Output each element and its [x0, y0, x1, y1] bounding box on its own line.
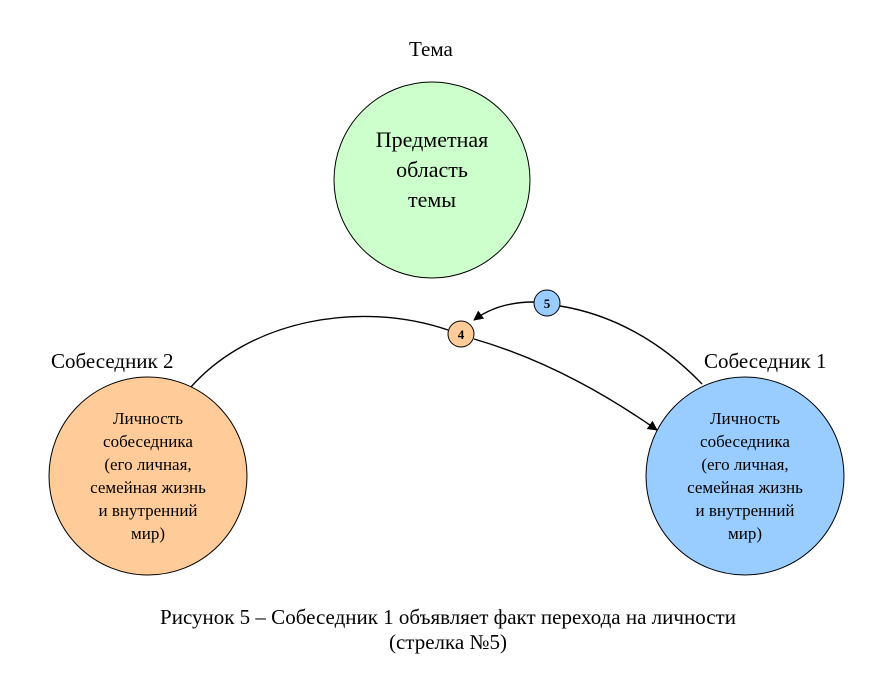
topic-text-line: Предметная	[375, 127, 489, 152]
arrow-5-segment-b	[473, 301, 535, 321]
speaker1-text-line: семейная жизнь	[687, 478, 803, 497]
arrow-4-segment-a	[190, 315, 449, 388]
speaker2-text-line: Личность	[113, 409, 183, 428]
speaker2-text-line: и внутренний	[98, 501, 198, 520]
topic-text: Предметная область темы	[334, 125, 530, 215]
topic-label: Тема	[409, 37, 453, 61]
speaker1-circle	[645, 376, 845, 576]
speaker1-label: Собеседник 1	[704, 349, 827, 373]
figure-caption: Рисунок 5 – Собеседник 1 объявляет факт …	[0, 605, 896, 655]
speaker2-text-line: семейная жизнь	[90, 478, 206, 497]
caption-line-1: Рисунок 5 – Собеседник 1 объявляет факт …	[160, 605, 736, 629]
topic-text-line: темы	[407, 187, 457, 212]
speaker1-text-line: и внутренний	[695, 501, 795, 520]
speaker2-circle	[48, 376, 248, 576]
arrow-4-segment-b	[473, 338, 658, 431]
speaker2-text-line: мир)	[130, 524, 166, 543]
speaker1-text-line: Личность	[710, 409, 780, 428]
arrow-4-badge	[447, 320, 475, 348]
arrow-5-badge-label: 5	[544, 296, 551, 311]
caption-line-2: (стрелка №5)	[388, 630, 508, 654]
speaker2-text-line: (его личная,	[104, 455, 192, 474]
speaker2-label: Собеседник 2	[51, 349, 174, 373]
arrow-4-badge-label: 4	[458, 327, 465, 342]
speaker1-text-line: (его личная,	[701, 455, 789, 474]
arrow-5-segment-a	[559, 305, 703, 385]
speaker1-text-line: собеседника	[700, 432, 790, 451]
speaker2-text-line: собеседника	[103, 432, 193, 451]
arrow-5-badge	[533, 289, 561, 317]
topic-text-line: область	[396, 157, 468, 182]
topic-circle	[333, 81, 531, 279]
speaker1-text: Личность собеседника (его личная, семейн…	[646, 407, 844, 545]
speaker2-text: Личность собеседника (его личная, семейн…	[49, 407, 247, 545]
speaker1-text-line: мир)	[727, 524, 763, 543]
